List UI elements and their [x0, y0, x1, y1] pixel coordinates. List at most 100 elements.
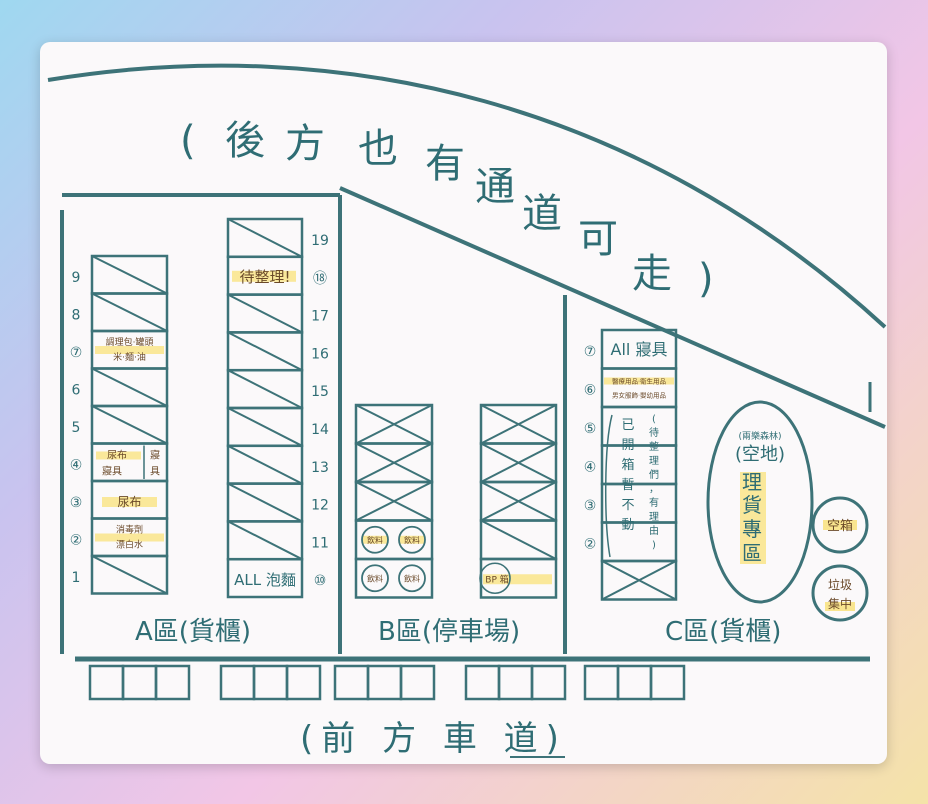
top-note-char: 走	[632, 251, 672, 297]
box-diagonal	[91, 367, 168, 407]
row-number: ⑱	[313, 271, 327, 287]
highlight	[95, 346, 164, 354]
parking-slot	[366, 664, 403, 701]
zone-b-label: B區(停車場)	[378, 617, 520, 647]
bottom-note: (前 方 車 道)	[300, 719, 567, 759]
parking-slot	[154, 664, 191, 701]
row-number: 11	[311, 535, 329, 551]
storage-box	[600, 444, 678, 486]
vertical-note-char: (	[652, 414, 656, 425]
row-number: 14	[311, 422, 329, 438]
zone-a-label: A區(貨櫃)	[135, 617, 251, 647]
vertical-note-char: 開	[621, 438, 634, 453]
box-outline	[600, 444, 678, 486]
top-note-char: 方	[285, 121, 325, 167]
back-road-lower-line	[339, 186, 886, 429]
box-diagonal	[91, 292, 168, 332]
trash-circle: 垃圾 集中	[811, 564, 869, 622]
box-diagonal	[91, 555, 168, 595]
storage-box	[226, 368, 304, 410]
vertical-note-char: 暫	[621, 478, 634, 493]
box-diagonal	[227, 520, 303, 561]
vertical-note-char: )	[652, 540, 656, 551]
parking-slot	[497, 664, 534, 701]
sorting-area-title: (空地)	[735, 444, 785, 465]
storage-box	[90, 404, 169, 445]
storage-box	[226, 444, 304, 485]
zone-a-border	[60, 193, 342, 654]
storage-box	[479, 557, 558, 599]
box-note: 待整理!	[239, 268, 290, 286]
box-note: 漂白水	[116, 539, 143, 551]
storage-box: 調理包‧罐頭米‧麵‧油	[90, 329, 169, 370]
trash-label: 垃圾	[828, 577, 852, 592]
box-outline	[354, 557, 434, 599]
box-note: 米‧麵‧油	[113, 351, 146, 363]
row-number: ⑥	[584, 383, 597, 399]
box-diagonal	[227, 407, 303, 447]
box-diagonal	[355, 404, 433, 445]
box-note: All 寢具	[611, 340, 668, 359]
parking-slot	[649, 664, 686, 701]
storage-box: 尿布	[90, 479, 169, 520]
row-number: 9	[72, 270, 81, 286]
vertical-note-char: 理	[649, 455, 659, 467]
storage-box	[90, 292, 169, 333]
parking-slot	[333, 664, 370, 701]
storage-box	[354, 480, 434, 522]
row-number: 17	[311, 309, 329, 325]
bracket-mark	[605, 414, 613, 558]
box-note: 醫療用品‧衛生用品	[612, 377, 666, 386]
parking-slot	[285, 664, 322, 701]
bp-circle-outline	[479, 562, 511, 595]
row-number: 13	[311, 460, 329, 476]
row-number: 12	[311, 498, 329, 514]
top-note: ( 後 方 也 有 通 道 可 走 )	[180, 118, 714, 302]
box-diagonal	[480, 481, 557, 522]
vertical-note-char: 待	[649, 426, 659, 439]
box-diagonal	[227, 444, 303, 485]
top-note-char: )	[698, 256, 714, 302]
row-number: ④	[70, 458, 83, 474]
box-diagonal	[91, 405, 168, 445]
box-note: 寢	[150, 449, 160, 462]
row-number: 6	[72, 383, 81, 399]
vertical-note-char: 有	[649, 496, 659, 509]
front-parking-slots	[88, 664, 686, 701]
box-outline	[600, 405, 678, 447]
parking-slot	[252, 664, 289, 701]
box-diagonal	[227, 482, 303, 523]
sorting-area: (兩樂森林) (空地) 理 貨 專 區	[706, 400, 814, 604]
row-number: ⑤	[584, 421, 597, 437]
storage-box	[226, 406, 304, 448]
row-number: 19	[311, 233, 329, 249]
storage-box	[600, 559, 678, 601]
bp-box-circle: BP 箱	[479, 562, 552, 595]
highlight	[399, 535, 425, 544]
drink-circle: 飲料	[361, 564, 389, 593]
storage-box	[600, 405, 678, 447]
top-note-char: 也	[358, 126, 398, 172]
box-diagonal	[227, 293, 303, 334]
empty-box-circle: 空箱	[811, 496, 869, 554]
drink-circle-outline	[361, 564, 389, 593]
storage-box	[90, 367, 169, 408]
row-number: ⑦	[70, 345, 83, 361]
box-outline	[600, 482, 678, 524]
row-number: ⑦	[584, 344, 597, 360]
empty-box-label: 空箱	[827, 518, 853, 534]
box-outline	[479, 557, 558, 599]
box-note: 消毒劑	[116, 524, 143, 536]
row-number: 16	[311, 346, 329, 362]
box-note: 調理包‧罐頭	[106, 336, 154, 348]
parking-slot	[464, 664, 501, 701]
row-number: ②	[70, 533, 83, 549]
top-note-char: 通	[475, 164, 515, 210]
vertical-note-char: 不	[621, 498, 634, 513]
vertical-note-char: 箱	[621, 457, 634, 473]
drink-circle-outline	[398, 564, 426, 593]
